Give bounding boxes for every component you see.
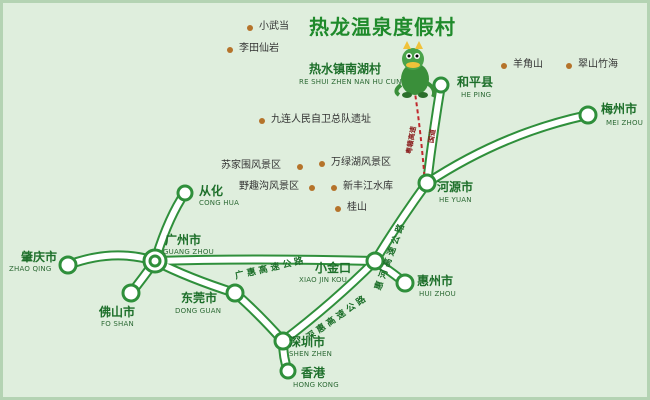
city-huizhou: 惠州市 <box>417 274 454 288</box>
city-nodes <box>58 76 598 380</box>
poi-dot <box>566 63 572 69</box>
poi-dot <box>331 185 337 191</box>
map-title: 热龙温泉度假村 <box>309 15 456 39</box>
poi-dot <box>319 161 325 167</box>
poi-dot <box>501 63 507 69</box>
poi-label: 九连人民自卫总队遗址 <box>271 114 371 125</box>
city-zhaoqing: 肇庆市 <box>21 250 58 264</box>
city-shenzhen: 深圳市 <box>289 335 326 349</box>
city-meizhou: 梅州市 <box>601 102 638 116</box>
city-conghua: 从化 <box>199 184 224 198</box>
road-network <box>58 41 598 380</box>
poi-dot <box>309 185 315 191</box>
poi-label: 李田仙岩 <box>239 43 279 54</box>
city-dongguan-en: DONG GUAN <box>175 307 222 315</box>
poi-dot <box>247 25 253 31</box>
poi-label: 野趣沟风景区 <box>239 181 299 192</box>
poi-dot <box>259 118 265 124</box>
poi-dot <box>227 47 233 53</box>
city-guangzhou: 广州市 <box>165 233 202 247</box>
city-dongguan: 东莞市 <box>181 291 218 305</box>
city-reshui-en: RE SHUI ZHEN NAN HU CUN <box>299 78 402 86</box>
city-reshui: 热水镇南湖村 <box>309 62 382 76</box>
city-heping-en: HE PING <box>461 91 492 99</box>
city-huizhou-en: HUI ZHOU <box>419 290 456 298</box>
poi-label: 翠山竹海 <box>578 59 618 70</box>
city-foshan: 佛山市 <box>99 305 136 319</box>
road-heyuan-meizhou <box>422 110 593 188</box>
city-xiaojinkou: 小金口 <box>315 261 352 275</box>
city-heyuan: 河源市 <box>437 180 474 194</box>
city-heping: 和平县 <box>457 75 494 89</box>
poi-label: 万绿湖风景区 <box>331 157 391 168</box>
poi-label: 羊角山 <box>513 59 543 70</box>
city-zhaoqing-en: ZHAO QING <box>9 265 52 273</box>
city-conghua-en: CONG HUA <box>199 199 240 207</box>
dragon-mascot-icon <box>394 41 437 98</box>
city-guangzhou-en: GUANG ZHOU <box>163 248 214 256</box>
city-foshan-en: FO SHAN <box>101 320 134 328</box>
city-hongkong-en: HONG KONG <box>293 381 339 389</box>
city-heyuan-en: HE YUAN <box>439 196 472 204</box>
city-hongkong: 香港 <box>301 366 326 380</box>
poi-dot <box>335 206 341 212</box>
city-meizhou-en: MEI ZHOU <box>606 119 644 127</box>
route-heyuan-resort <box>414 92 426 184</box>
city-xiaojinkou-en: XIAO JIN KOU <box>299 276 348 284</box>
city-shenzhen-en: SHEN ZHEN <box>289 350 333 358</box>
poi-label: 桂山 <box>347 202 367 213</box>
poi-label: 苏家围风景区 <box>221 160 281 171</box>
poi-dot <box>297 164 303 170</box>
poi-label: 小武当 <box>259 21 289 32</box>
poi-label: 新丰江水库 <box>343 181 393 192</box>
